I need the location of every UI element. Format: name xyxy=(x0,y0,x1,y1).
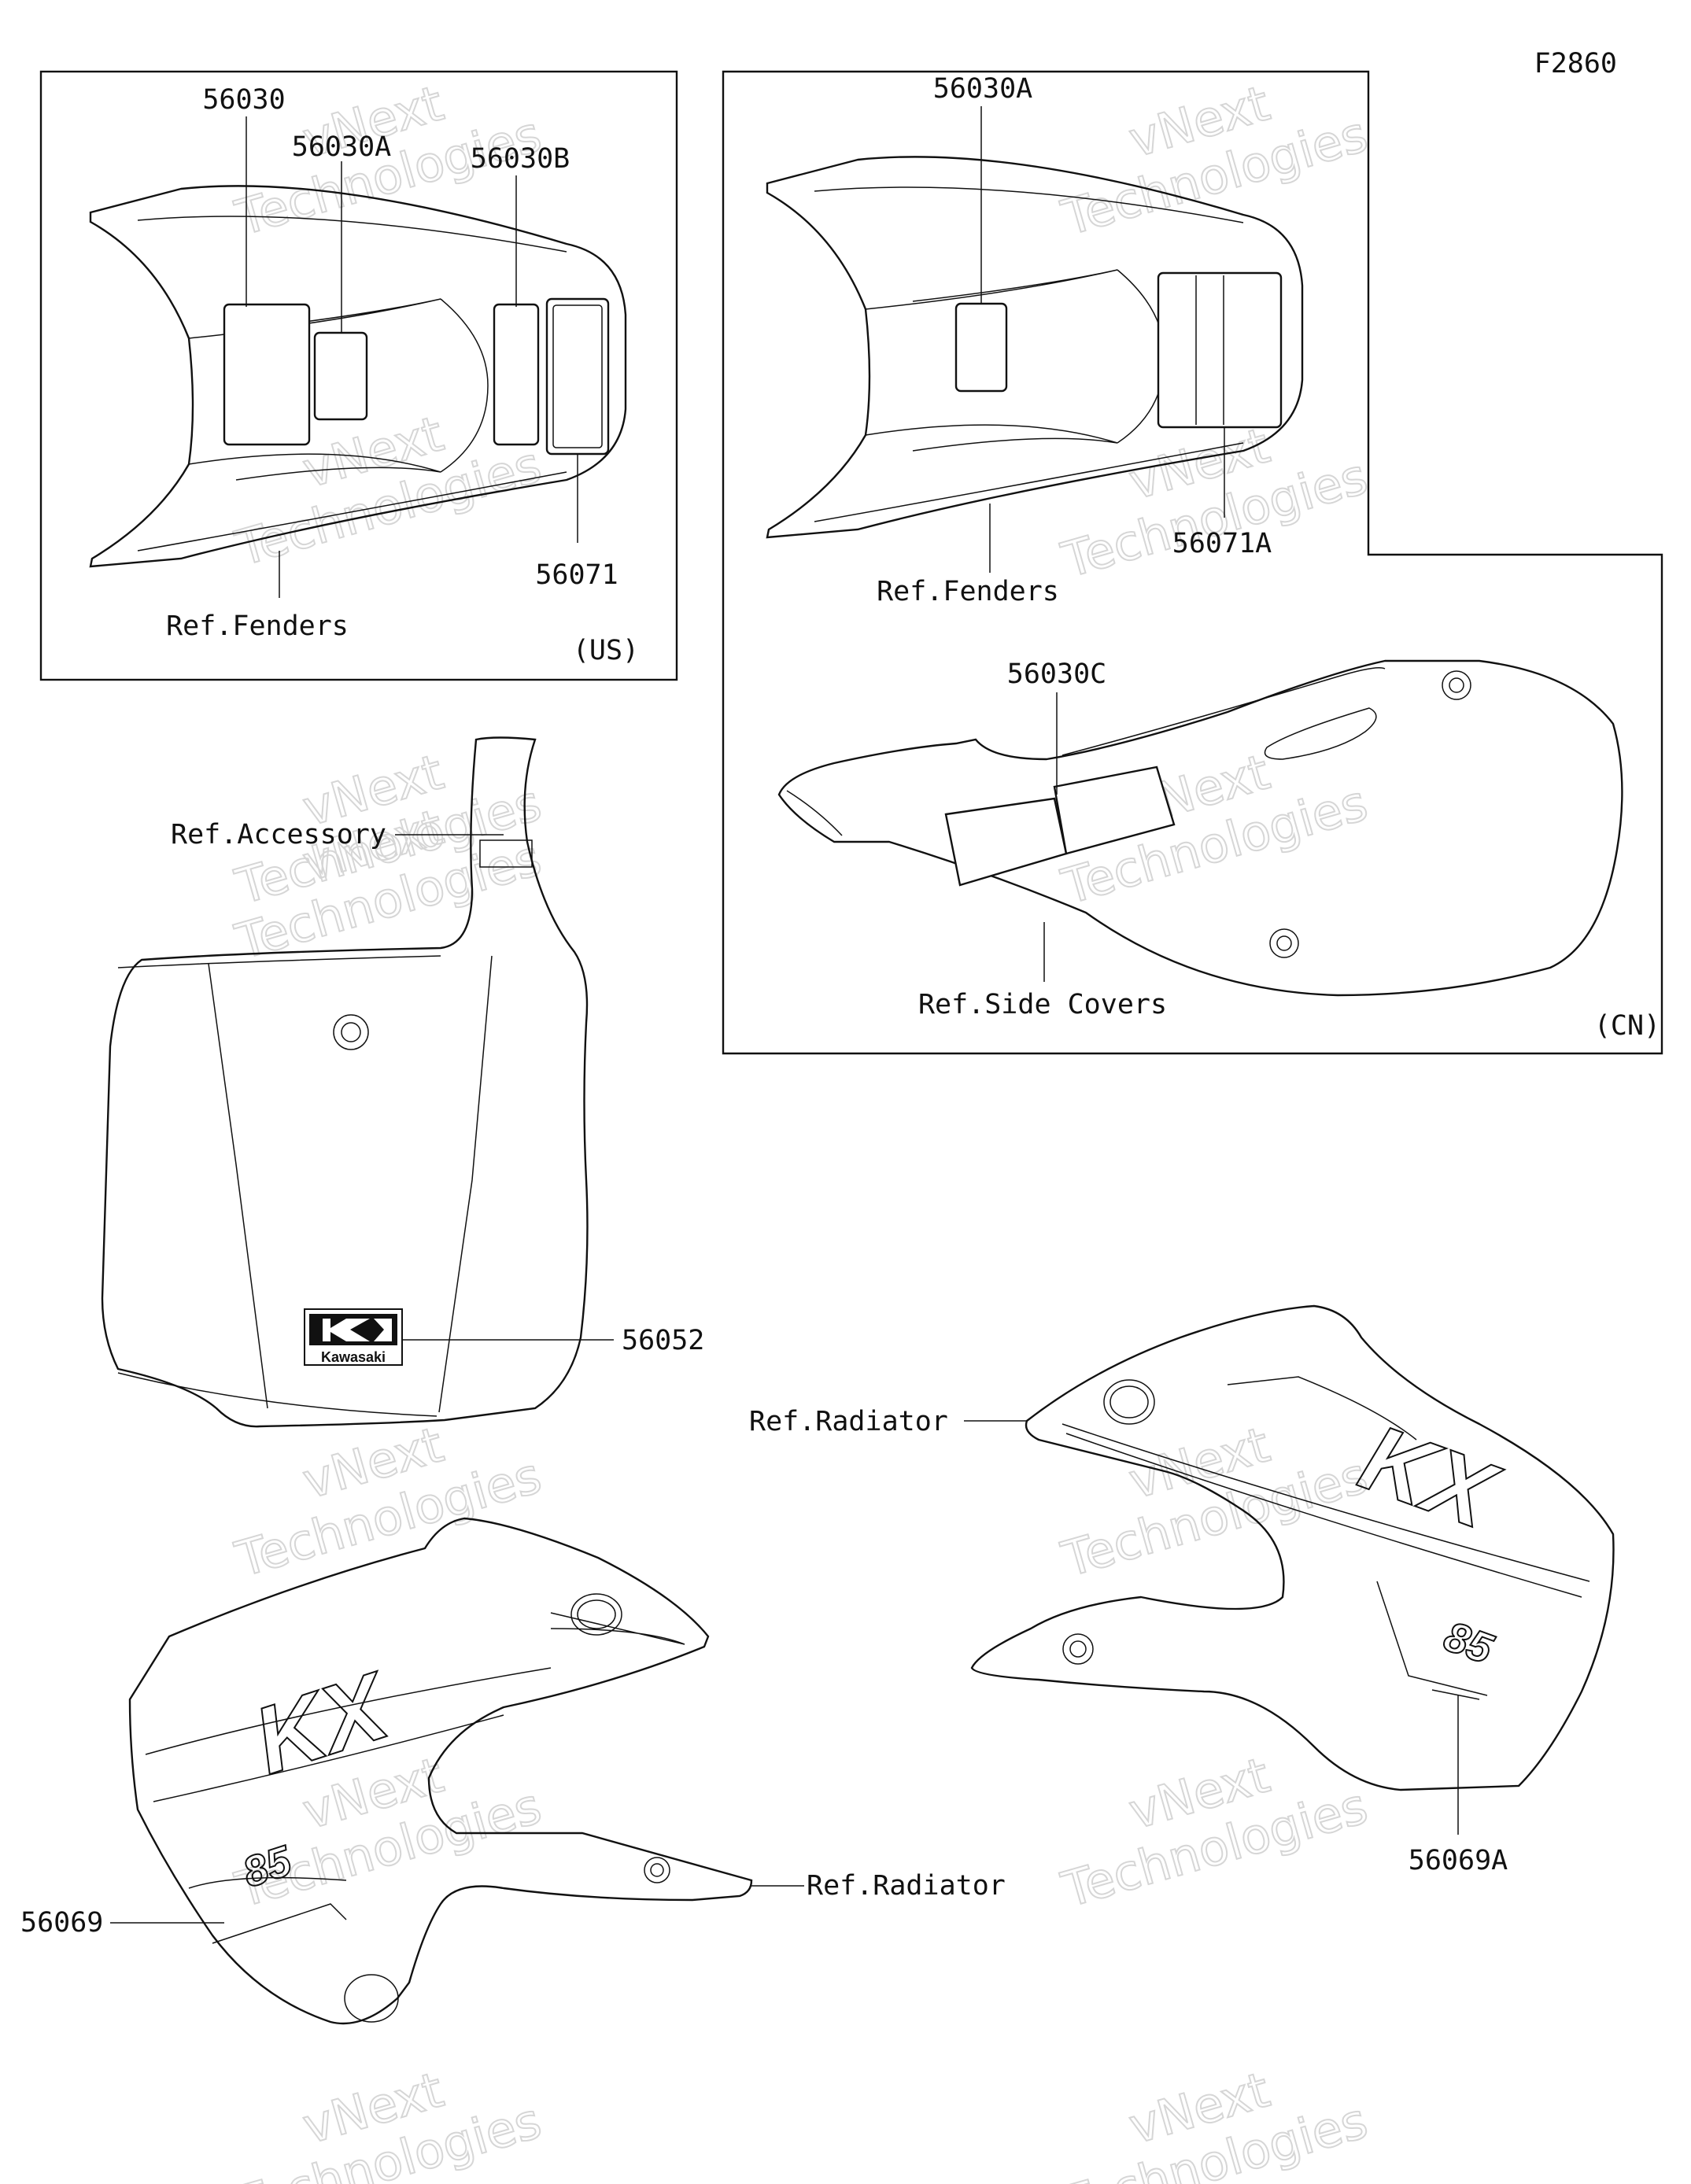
cn-panel: 56030A 56071A Ref.Fenders 56030C Ref.Sid… xyxy=(722,70,1663,1055)
figure-code: F2860 xyxy=(1534,48,1617,79)
region-cn: (CN) xyxy=(1594,1010,1660,1042)
us-panel-frame xyxy=(39,70,678,681)
side-cover-decal-56030c-b xyxy=(1053,766,1176,855)
us-fender-panel: 56030 56030A 56030B 56071 Ref.Fenders (U… xyxy=(39,70,678,681)
label-56030b: 56030B xyxy=(471,143,570,175)
number-plate: Kawasaki xyxy=(101,736,589,1428)
us-decal-56030a xyxy=(313,331,368,421)
ref-radiator-left: Ref.Radiator xyxy=(807,1870,1006,1902)
label-56071a: 56071A xyxy=(1172,528,1272,559)
kawasaki-logo-text: Kawasaki xyxy=(321,1349,386,1365)
cn-decal-56071a xyxy=(1157,271,1283,429)
side-cover-decal-56030c-a xyxy=(944,797,1068,887)
cn-rear-fender xyxy=(766,156,1304,539)
side-cover xyxy=(777,659,1623,997)
label-56030a-us: 56030A xyxy=(292,131,391,163)
ref-fenders-us: Ref.Fenders xyxy=(166,611,349,642)
right-shroud-displacement-graphic: 85 xyxy=(1438,1613,1500,1673)
us-rear-fender xyxy=(89,185,627,568)
us-decal-56030b xyxy=(493,303,540,446)
label-56030a-cn: 56030A xyxy=(933,73,1032,105)
cn-panel-frame xyxy=(722,70,1663,1055)
us-decal-56030 xyxy=(223,303,311,446)
label-56052: 56052 xyxy=(622,1325,704,1356)
label-56069a: 56069A xyxy=(1409,1845,1508,1876)
label-56030c: 56030C xyxy=(1007,659,1106,690)
cn-decal-56030a xyxy=(954,302,1008,393)
right-shroud-model-graphic: KX xyxy=(1348,1404,1512,1550)
kawasaki-logo-decal: Kawasaki xyxy=(304,1308,403,1366)
ref-side-covers: Ref.Side Covers xyxy=(918,989,1167,1020)
label-56030: 56030 xyxy=(202,84,285,116)
ref-accessory: Ref.Accessory xyxy=(171,819,386,850)
label-56071: 56071 xyxy=(535,559,618,591)
ref-radiator-right: Ref.Radiator xyxy=(749,1406,948,1437)
ref-fenders-cn: Ref.Fenders xyxy=(877,576,1059,607)
us-decal-56071 xyxy=(545,297,610,456)
label-56069: 56069 xyxy=(20,1907,103,1939)
region-us: (US) xyxy=(573,635,639,666)
